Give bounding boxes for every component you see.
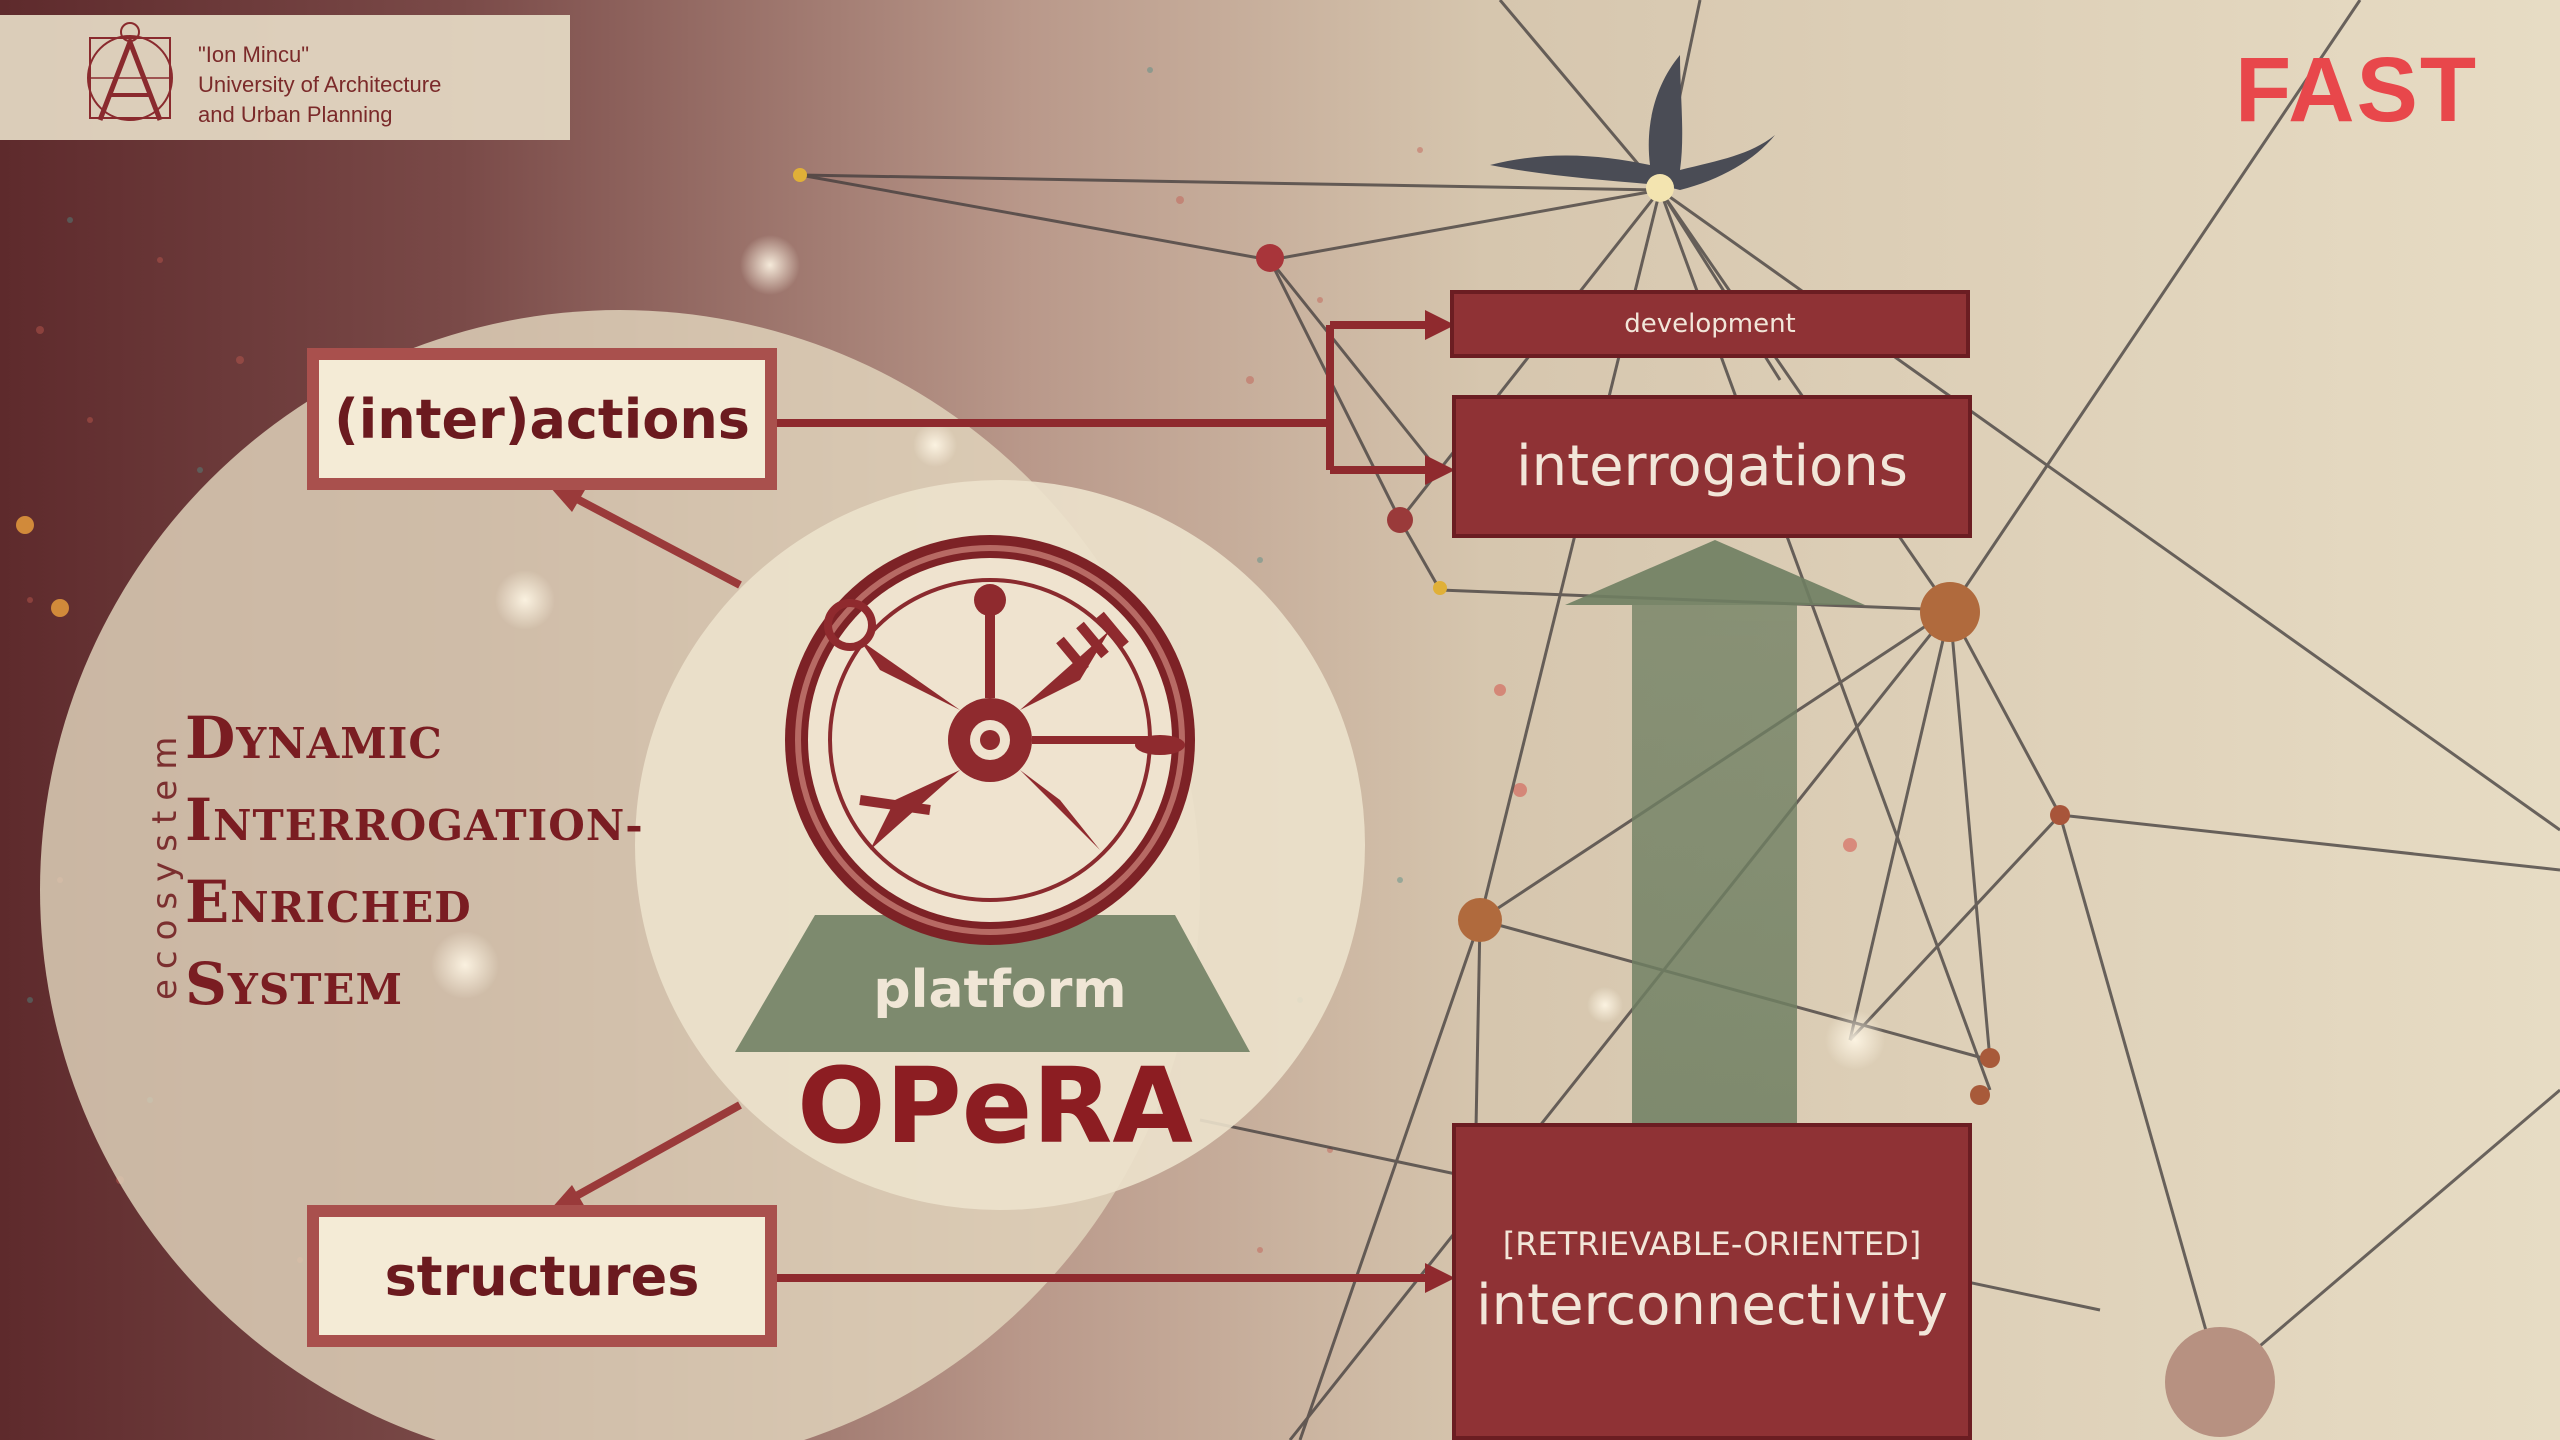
university-name-line3: and Urban Planning — [198, 102, 393, 127]
structures-box: structures — [307, 1205, 777, 1347]
development-box: development — [1450, 290, 1970, 358]
fast-logo: FAST — [2235, 39, 2479, 141]
ecosystem-caption-text: ecosystem — [145, 726, 185, 1000]
acronym-line-dynamic: DYNAMIC — [185, 700, 644, 782]
eagle-icon — [1490, 55, 1775, 202]
acronym-cap-d: D — [185, 704, 237, 772]
university-logo-icon — [87, 22, 173, 121]
opera-emblem-icon — [785, 535, 1195, 945]
acronym-rest-ystem: YSTEM — [227, 965, 403, 1014]
university-name: "Ion Mincu" University of Architecture a… — [198, 40, 441, 130]
platform-trapezoid — [735, 915, 1250, 1052]
university-name-line1: "Ion Mincu" — [198, 42, 309, 67]
interconnectivity-label: interconnectivity — [1476, 1273, 1948, 1338]
interrogations-box: interrogations — [1452, 395, 1972, 538]
acronym-rest-ynamic: YNAMIC — [236, 719, 443, 768]
interconnectivity-box: [RETRIEVABLE-ORIENTED] interconnectivity — [1452, 1123, 1972, 1440]
opera-title: OPeRA — [797, 1045, 1193, 1167]
interactions-box: (inter)actions — [307, 348, 777, 490]
acronym-cap-s: S — [185, 950, 228, 1018]
up-arrow-icon — [1565, 540, 1865, 1125]
acronym-line-enriched: ENRICHED — [185, 864, 644, 946]
ecosystem-caption: ecosystem — [115, 660, 185, 1010]
dies-acronym: DYNAMIC INTERROGATION- ENRICHED SYSTEM — [185, 700, 644, 1028]
retrievable-label: [RETRIEVABLE-ORIENTED] — [1502, 1225, 1922, 1263]
university-name-line2: University of Architecture — [198, 72, 442, 97]
acronym-line-system: SYSTEM — [185, 946, 644, 1028]
acronym-rest-nterrogation: NTERROGATION- — [213, 801, 644, 850]
acronym-cap-e: E — [185, 868, 231, 936]
acronym-line-interrogation: INTERROGATION- — [185, 782, 644, 864]
platform-label: platform — [873, 960, 1127, 1020]
acronym-rest-nriched: NRICHED — [230, 883, 472, 932]
acronym-cap-i: I — [185, 786, 214, 854]
